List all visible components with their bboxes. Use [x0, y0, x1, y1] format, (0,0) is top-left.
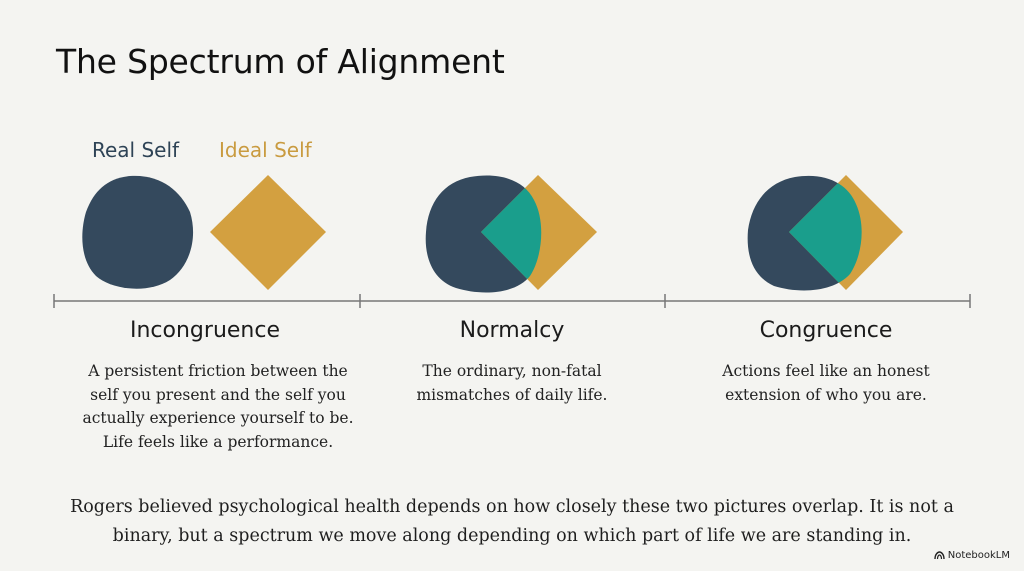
ideal-self-shape — [210, 175, 326, 290]
real-self-shape — [82, 175, 194, 289]
spectrum-axis — [53, 294, 971, 308]
stage-title-congruence: Congruence — [759, 318, 893, 343]
stage-description-normalcy: The ordinary, non-fatal mismatches of da… — [416, 362, 608, 404]
brand-watermark: NotebookLM — [934, 550, 1010, 561]
partial-overlap-shapes — [425, 175, 597, 293]
slide-title: The Spectrum of Alignment — [56, 42, 505, 81]
ideal-self-label: Ideal Self — [219, 138, 312, 162]
real-self-label: Real Self — [92, 138, 180, 162]
stage-title-incongruence: Incongruence — [130, 318, 280, 343]
stage-description-incongruence: A persistent friction between the self y… — [82, 362, 354, 451]
large-overlap-shapes — [747, 175, 903, 291]
footer-summary: Rogers believed psychological health dep… — [70, 497, 954, 546]
stage-description-congruence: Actions feel like an honest extension of… — [722, 362, 930, 404]
brand-name: NotebookLM — [947, 550, 1010, 561]
stage-title-normalcy: Normalcy — [459, 318, 565, 343]
notebooklm-logo-icon — [934, 551, 945, 560]
